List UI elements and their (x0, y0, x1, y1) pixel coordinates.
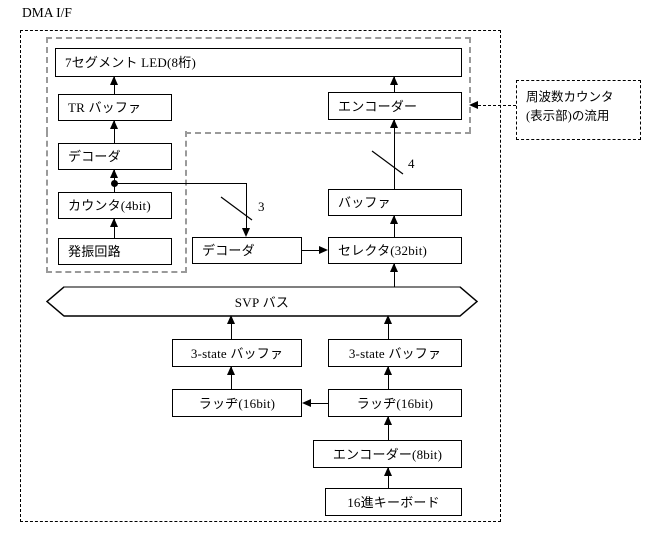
edge-decoder-mid-to-selector-arrow-icon (319, 246, 328, 254)
dma-if-region (20, 30, 501, 522)
edge-buffer-to-encoder-arrow-icon (390, 119, 398, 128)
edge-latch-left-to-tristate-left (231, 367, 233, 389)
node-selector-32bit[interactable]: セレクタ(32bit) (328, 237, 462, 264)
edge-latch-left-to-tristate-left-arrow-icon (227, 366, 235, 375)
edge-selector-to-buffer-arrow-icon (390, 215, 398, 224)
bus-width-label-4: 4 (408, 156, 415, 171)
edge-encoder8bit-to-latch-right (388, 417, 390, 440)
edge-bus-to-selector-arrow-icon (390, 263, 398, 272)
node-latch-16bit-left[interactable]: ラッヂ(16bit) (172, 389, 302, 417)
edge-latch-right-to-tristate-right (388, 367, 390, 389)
edge-encoder-to-led-arrow-icon (390, 76, 398, 85)
edge-selector-to-buffer (394, 216, 396, 237)
node-decoder-mid[interactable]: デコーダ (192, 237, 302, 264)
edge-oscillator-to-counter-arrow-icon (110, 218, 118, 227)
node-seven-segment-led[interactable]: 7セグメント LED(8桁) (55, 48, 462, 77)
edge-decoder-to-trbuffer-arrow-icon (110, 120, 118, 129)
dma-if-label: DMA I/F (22, 5, 72, 20)
node-latch-16bit-right[interactable]: ラッヂ(16bit) (328, 389, 462, 417)
node-encoder-8bit[interactable]: エンコーダー(8bit) (313, 440, 462, 468)
edge-latch-right-to-latch-left (311, 403, 329, 405)
edge-junction-to-decoder-mid-arrow-icon (242, 228, 250, 237)
edge-tristate-left-to-bus-arrow-icon (227, 315, 235, 324)
edge-encoder8bit-to-latch-right-arrow-icon (384, 416, 392, 425)
edge-trbuffer-to-led-arrow-icon (110, 76, 118, 85)
edge-junction-to-decoder-mid (246, 183, 248, 228)
edge-latch-right-to-latch-left-arrow-icon (302, 399, 311, 407)
bus-width-label-3: 3 (258, 199, 265, 214)
edge-decoder-to-trbuffer (114, 121, 116, 143)
reuse-note-line-2: (表示部)の流用 (526, 109, 610, 124)
node-hex-keyboard[interactable]: 16進キーボード (325, 488, 462, 516)
node-decoder-left[interactable]: デコーダ (58, 143, 172, 170)
reuse-note-line-1: 周波数カウンタ (526, 90, 614, 104)
edge-buffer-to-encoder (394, 120, 396, 189)
edge-tristate-right-to-bus-arrow-icon (384, 315, 392, 324)
freq-counter-display-region-divider (185, 132, 471, 134)
edge-latch-right-to-tristate-right-arrow-icon (384, 366, 392, 375)
edge-tristate-left-to-bus (231, 317, 233, 339)
edge-keyboard-to-encoder8bit (388, 468, 390, 488)
reuse-note-arrow-icon (469, 101, 478, 109)
bus-width-slash-3-icon (220, 196, 254, 227)
edge-oscillator-to-counter (114, 219, 116, 238)
node-tr-buffer[interactable]: TR バッファ (58, 94, 172, 121)
edge-trbuffer-to-led (114, 77, 116, 94)
edge-decoder-mid-to-selector (302, 250, 322, 252)
reuse-note-leader-line (478, 105, 516, 106)
freq-counter-display-region-top (46, 37, 471, 133)
edge-bus-to-selector (394, 264, 396, 287)
svp-bus[interactable]: SVP バス (46, 286, 478, 317)
bus-width-slash-4-icon (371, 150, 405, 181)
node-buffer[interactable]: バッファ (328, 189, 462, 216)
node-encoder-top[interactable]: エンコーダー (328, 92, 462, 120)
node-tristate-buffer-left[interactable]: 3-state バッファ (172, 339, 302, 367)
node-oscillator[interactable]: 発振回路 (58, 238, 172, 265)
node-counter-4bit[interactable]: カウンタ(4bit) (58, 192, 172, 219)
edge-counter-to-decoder-arrow-icon (110, 169, 118, 178)
edge-junction-horizontal (114, 183, 247, 185)
edge-keyboard-to-encoder8bit-arrow-icon (384, 467, 392, 476)
reuse-note: 周波数カウンタ (表示部)の流用 (516, 80, 641, 140)
svp-bus-label: SVP バス (234, 295, 290, 310)
freq-counter-display-region-left (46, 131, 187, 273)
edge-tristate-right-to-bus (388, 317, 390, 339)
node-tristate-buffer-right[interactable]: 3-state バッファ (328, 339, 462, 367)
